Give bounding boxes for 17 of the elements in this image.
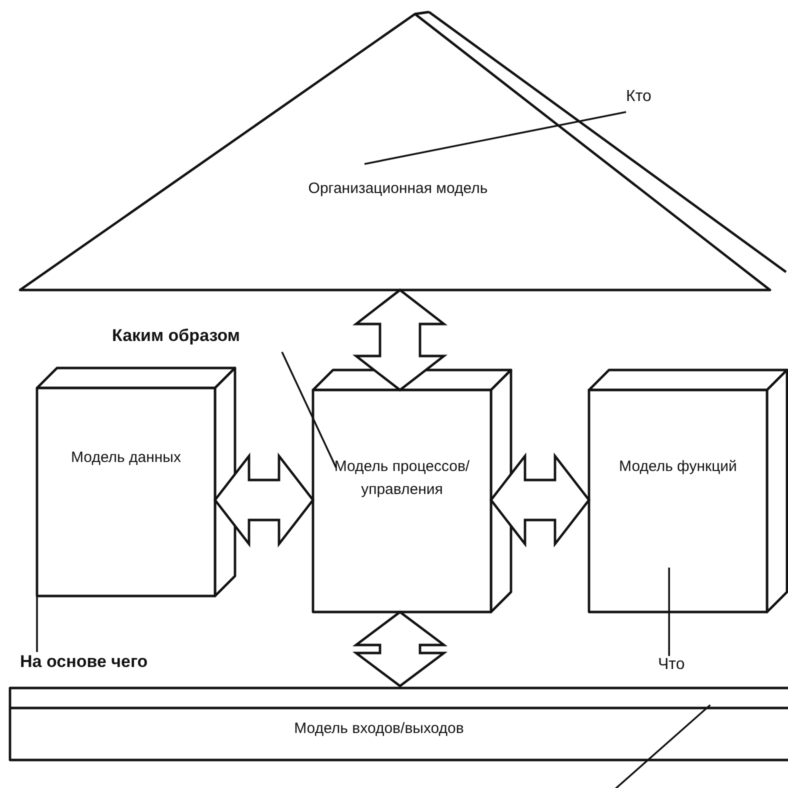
leader-line (613, 704, 711, 788)
node-label: Организационная модель (307, 179, 489, 199)
double-block-arrow (213, 452, 315, 548)
leader-line (668, 568, 670, 656)
annotation-label: Каким образом (112, 326, 282, 352)
double-block-arrow (352, 288, 448, 392)
annotation-label: Что (658, 656, 702, 680)
double-block-arrow (489, 452, 591, 548)
node-label: Модель процессов/ управления (333, 457, 471, 500)
node-label: Модель входов/выходов (293, 719, 465, 739)
leader-line (364, 111, 626, 165)
leader-line (281, 352, 337, 468)
annotation-label: Кто (626, 88, 672, 112)
double-block-arrow (352, 610, 448, 688)
node-label: Модель данных (70, 448, 182, 468)
node-label: Модель функций (618, 457, 738, 477)
annotation-label: На основе чего (20, 652, 220, 678)
